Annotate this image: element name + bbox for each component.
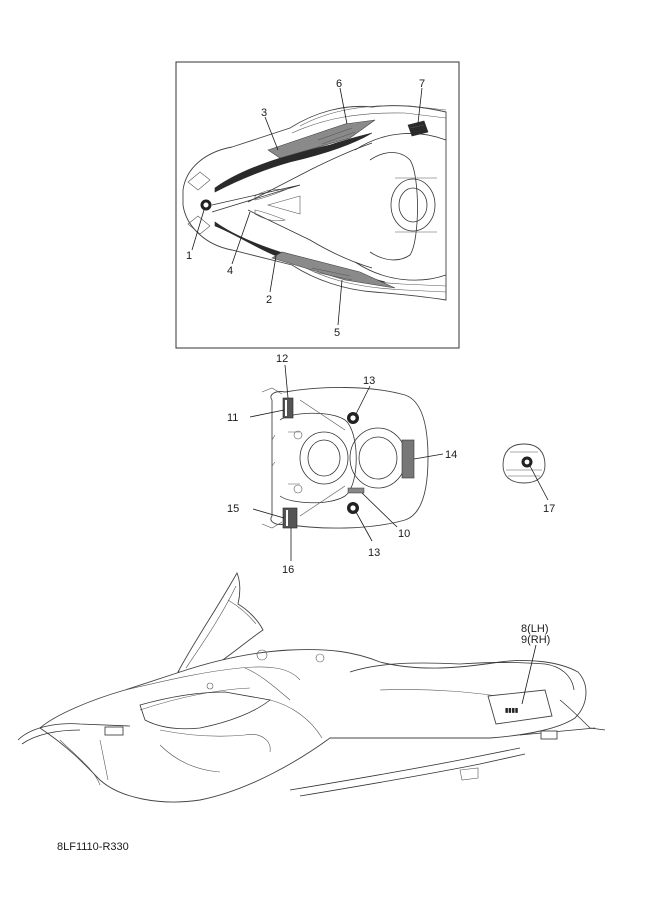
hood-illustration bbox=[182, 105, 447, 301]
rear-cover-illustration bbox=[261, 387, 429, 529]
hood-leaders bbox=[191, 87, 423, 326]
rear-cover-assembly: 12 11 13 14 15 16 13 10 bbox=[227, 353, 457, 576]
callout-4: 4 bbox=[227, 265, 233, 277]
rear-cover-leaders bbox=[249, 364, 444, 561]
reference-code: 8LF1110-R330 bbox=[57, 841, 129, 853]
callout-9: 9(RH) bbox=[521, 634, 550, 646]
callout-13-upper: 13 bbox=[363, 375, 375, 387]
snowmobile-side-view: ▮▮▮▮ 8(LH) 9(RH) bbox=[17, 571, 606, 803]
brand-mark: ▮▮▮▮ bbox=[505, 708, 518, 714]
callout-11: 11 bbox=[227, 412, 238, 424]
callout-17: 17 bbox=[543, 503, 555, 515]
cap-assembly: 17 bbox=[502, 443, 555, 515]
callout-3: 3 bbox=[261, 107, 267, 119]
callout-6: 6 bbox=[336, 78, 342, 90]
hood-decal-panel: 1 2 3 4 5 6 7 bbox=[175, 61, 460, 349]
callout-15: 15 bbox=[227, 503, 239, 515]
callout-14: 14 bbox=[445, 449, 457, 461]
callout-7: 7 bbox=[419, 78, 425, 90]
callout-13-lower: 13 bbox=[368, 547, 380, 559]
callout-5: 5 bbox=[334, 327, 340, 339]
callout-1: 1 bbox=[186, 250, 192, 262]
callout-10: 10 bbox=[398, 528, 410, 540]
panel-frame bbox=[175, 61, 460, 349]
callout-8: 8(LH) bbox=[521, 623, 549, 635]
callout-16: 16 bbox=[282, 564, 294, 576]
callout-12: 12 bbox=[276, 353, 288, 365]
callout-2: 2 bbox=[266, 294, 272, 306]
